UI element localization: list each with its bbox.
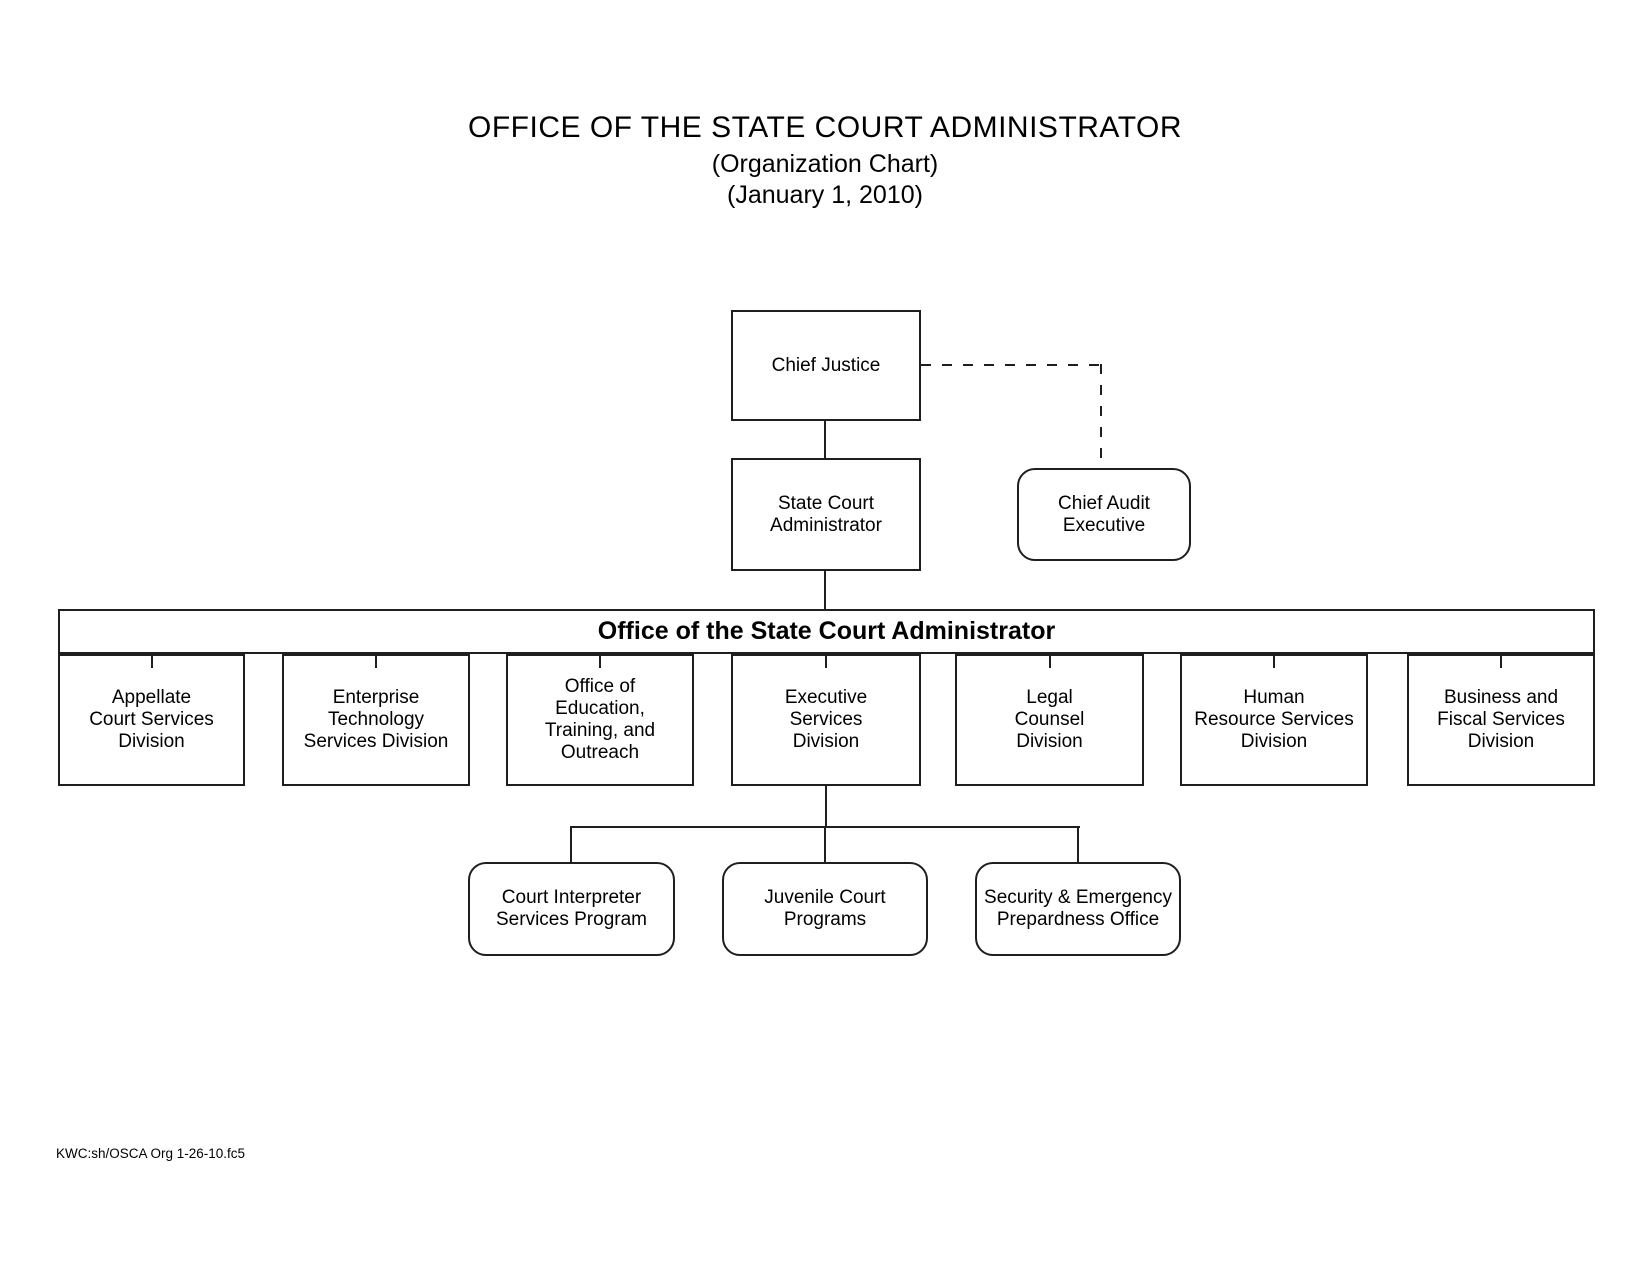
connector-chief-justice-to-administrator xyxy=(824,421,826,458)
division-label: Legal Counsel Division xyxy=(1014,687,1085,752)
page-subtitle: (Organization Chart) xyxy=(711,150,939,178)
node-state-court-administrator-label: State Court Administrator xyxy=(770,492,882,536)
dashed-connector-vertical xyxy=(1100,364,1102,468)
dashed-connector-horizontal xyxy=(921,364,1102,366)
program-label: Juvenile Court Programs xyxy=(764,887,886,930)
node-enterprise-technology-services-division: Enterprise Technology Services Division xyxy=(282,654,470,786)
node-executive-services-division: Executive Services Division xyxy=(731,654,921,786)
node-juvenile-court-programs: Juvenile Court Programs xyxy=(722,862,928,956)
connector-stub xyxy=(599,656,601,668)
connector-stub xyxy=(825,656,827,668)
page-title: OFFICE OF THE STATE COURT ADMINISTRATOR xyxy=(468,111,1182,144)
document-reference-code: KWC:sh/OSCA Org 1-26-10.fc5 xyxy=(56,1146,246,1161)
connector-stub xyxy=(1048,656,1051,668)
division-label: Business and Fiscal Services Division xyxy=(1437,687,1565,752)
connector-stub xyxy=(150,656,153,668)
program-label: Security & Emergency Prepardness Office xyxy=(984,887,1172,930)
connector-drop-security-emergency xyxy=(1077,826,1079,862)
division-label: Human Resource Services Division xyxy=(1194,687,1354,752)
office-banner: Office of the State Court Administrator xyxy=(58,609,1595,654)
node-chief-justice-label: Chief Justice xyxy=(771,354,881,376)
connector-administrator-to-office-banner xyxy=(824,571,826,609)
node-human-resource-services-division: Human Resource Services Division xyxy=(1180,654,1368,786)
office-banner-label: Office of the State Court Administrator xyxy=(597,617,1056,645)
division-label: Enterprise Technology Services Division xyxy=(303,687,449,752)
connector-stub xyxy=(1500,656,1502,668)
connector-executive-services-to-programs xyxy=(825,786,827,826)
division-label: Executive Services Division xyxy=(784,687,868,752)
division-label: Appellate Court Services Division xyxy=(89,687,214,752)
connector-stub xyxy=(1273,656,1275,668)
node-business-and-fiscal-services-division: Business and Fiscal Services Division xyxy=(1407,654,1595,786)
node-chief-audit-executive: Chief Audit Executive xyxy=(1017,468,1191,561)
node-appellate-court-services-division: Appellate Court Services Division xyxy=(58,654,245,786)
node-legal-counsel-division: Legal Counsel Division xyxy=(955,654,1144,786)
division-label: Office of Education, Training, and Outre… xyxy=(544,676,656,763)
node-security-emergency-prepardness-office: Security & Emergency Prepardness Office xyxy=(975,862,1181,956)
connector-drop-court-interpreter xyxy=(570,826,572,862)
page-date: (January 1, 2010) xyxy=(727,181,923,209)
connector-drop-juvenile-court xyxy=(824,826,826,862)
node-court-interpreter-services-program: Court Interpreter Services Program xyxy=(468,862,675,956)
program-label: Court Interpreter Services Program xyxy=(496,887,647,930)
node-chief-justice: Chief Justice xyxy=(731,310,921,421)
node-state-court-administrator: State Court Administrator xyxy=(731,458,921,571)
node-office-of-education-training-outreach: Office of Education, Training, and Outre… xyxy=(506,654,694,786)
connector-stub xyxy=(375,656,377,668)
node-chief-audit-executive-label: Chief Audit Executive xyxy=(1058,492,1150,536)
